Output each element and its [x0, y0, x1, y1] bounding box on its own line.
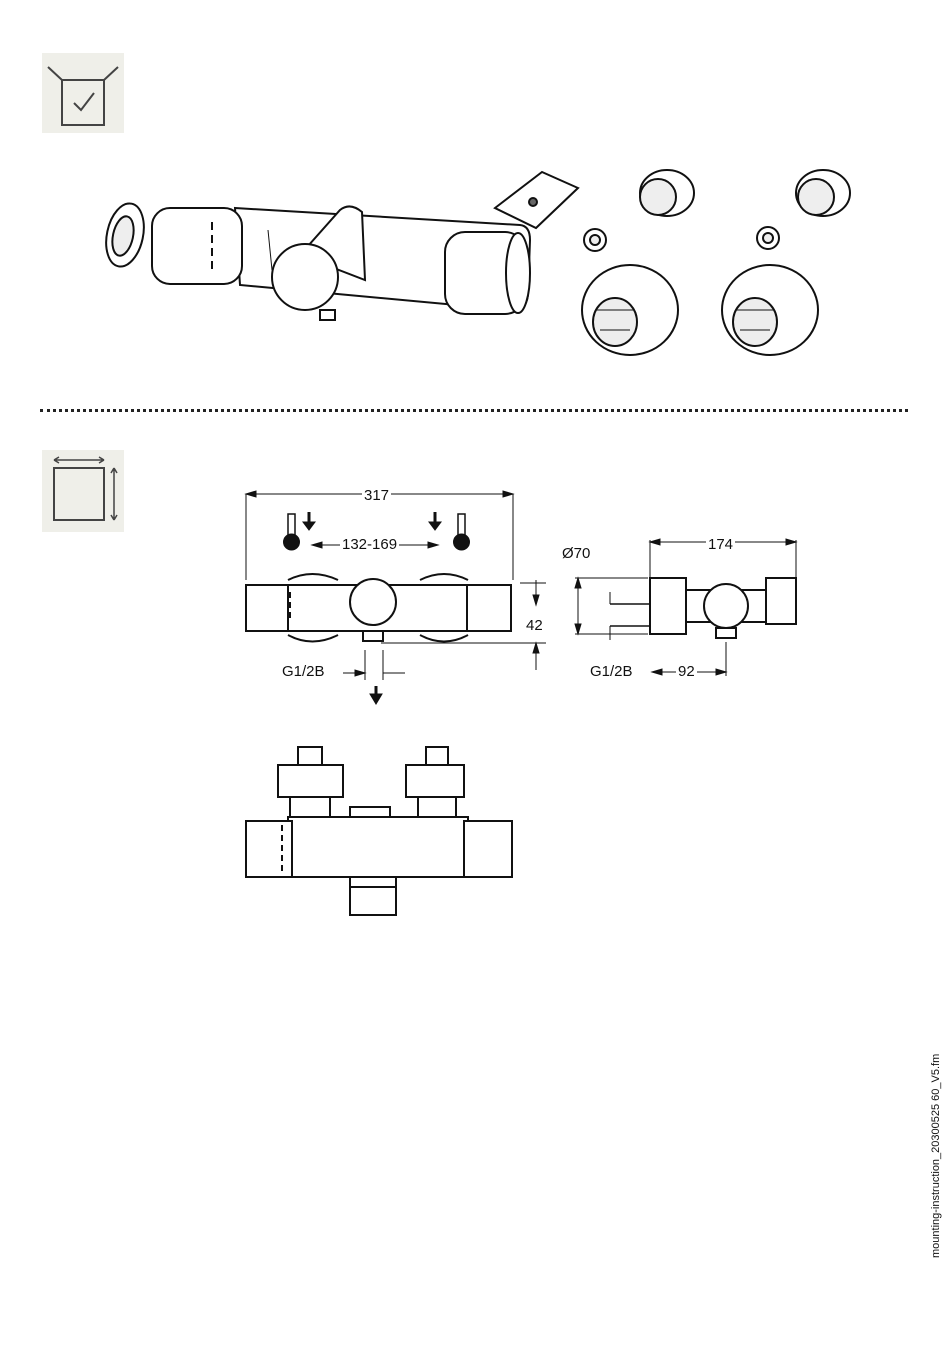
depth-label: 174 [706, 537, 735, 553]
thermometer-cold-icon [454, 514, 470, 550]
overall-width-label: 317 [362, 488, 391, 504]
outlet-thread-side-label: G1/2B [588, 664, 635, 680]
dimension-drawing [230, 480, 820, 720]
outlet-offset-label: 92 [676, 664, 697, 680]
rosette-diameter-label: Ø70 [560, 546, 592, 562]
rosette-part-2 [722, 265, 818, 355]
mixer-body-part [152, 206, 530, 320]
dimensions-icon [42, 450, 124, 532]
sealing-bag-part [495, 172, 578, 228]
thermometer-hot-icon [284, 514, 300, 550]
inlet-spacing-label: 132-169 [340, 537, 399, 553]
scope-of-delivery-icon [42, 53, 124, 133]
height-label: 42 [524, 618, 545, 634]
top-view-drawing [238, 745, 528, 920]
rosette-part-1 [582, 265, 678, 355]
connector-part-2 [796, 170, 850, 216]
connector-part-1 [640, 170, 694, 216]
section-separator [40, 409, 908, 412]
end-cap-part [101, 200, 150, 270]
document-reference: mounting-instruction_20300525 60_V5.fm [930, 1054, 942, 1258]
outlet-thread-front-label: G1/2B [280, 664, 327, 680]
parts-illustration [90, 160, 870, 380]
